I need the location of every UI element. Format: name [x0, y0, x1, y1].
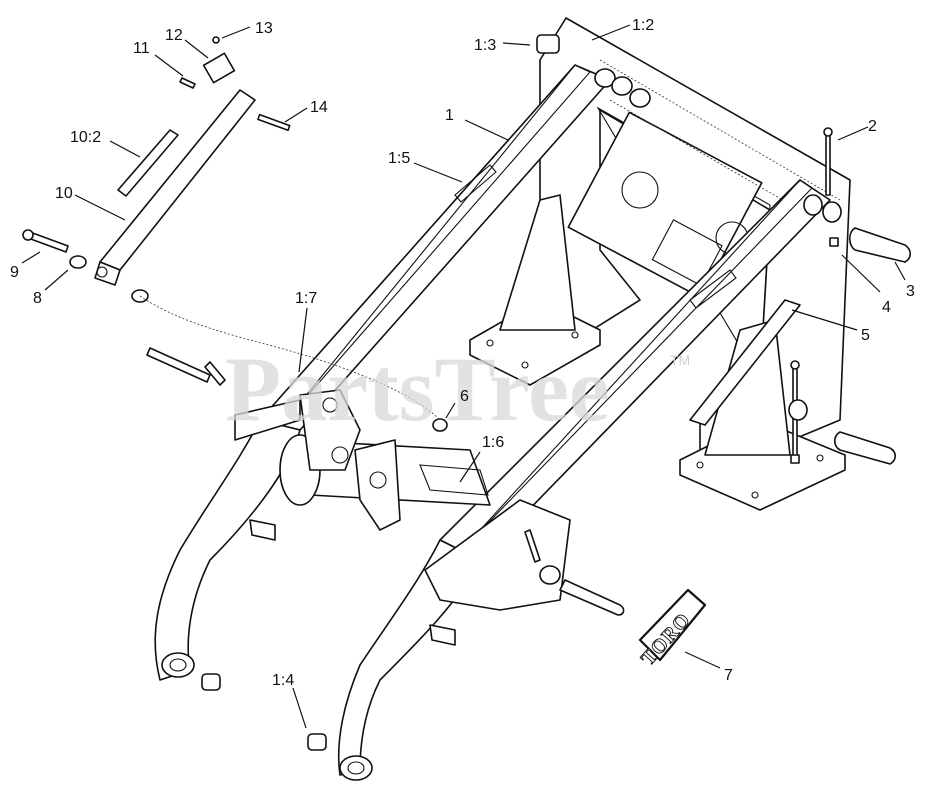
loader-arm-assembly — [154, 64, 831, 781]
leader-lines — [21, 24, 906, 729]
callout-6: 6 — [460, 388, 469, 405]
toro-decal: TORO — [637, 588, 707, 670]
watermark-trademark: TM — [670, 352, 690, 368]
callout-12: 12 — [165, 27, 183, 44]
callout-1-2: 1:2 — [632, 17, 654, 34]
watermark-text: PartsTree — [225, 338, 610, 440]
callout-5: 5 — [861, 327, 870, 344]
callout-13: 13 — [255, 20, 273, 37]
tower-foot-left — [469, 194, 601, 386]
callout-10-2: 10:2 — [70, 129, 101, 146]
pin-3 — [848, 227, 912, 263]
part-13 — [212, 36, 220, 44]
callout-8: 8 — [33, 290, 42, 307]
bumper-5 — [689, 299, 801, 426]
callout-1-4: 1:4 — [272, 672, 294, 689]
callout-2: 2 — [868, 118, 877, 135]
callout-1-6: 1:6 — [482, 434, 504, 451]
cylinder-assembly — [22, 36, 441, 421]
callout-9: 9 — [10, 264, 19, 281]
bushings — [201, 34, 651, 751]
part-12 — [202, 52, 236, 84]
callout-10: 10 — [55, 185, 73, 202]
callout-1-7: 1:7 — [295, 290, 317, 307]
callout-7: 7 — [724, 667, 733, 684]
bushing-lower-left — [201, 673, 221, 691]
pin-11 — [179, 77, 196, 89]
bolt-9 — [27, 231, 69, 253]
cylinder-10 — [99, 89, 256, 271]
callout-3: 3 — [906, 283, 915, 300]
callout-1: 1 — [445, 107, 454, 124]
callout-11: 11 — [133, 40, 150, 57]
nut-6 — [432, 418, 448, 432]
callout-14: 14 — [310, 99, 328, 116]
front-pin — [524, 529, 625, 616]
pivot-hardware-right — [689, 127, 912, 465]
callout-1-5: 1:5 — [388, 150, 410, 167]
pin-14 — [257, 113, 291, 132]
callout-labels: 1:3 1:2 13 12 11 14 1 10:2 1:5 10 2 9 8 … — [10, 17, 915, 689]
bolt-2 — [825, 134, 831, 196]
decal-10-2 — [117, 129, 179, 197]
bushing-1-3 — [536, 34, 560, 54]
washer-8 — [69, 255, 87, 269]
callout-4: 4 — [882, 299, 891, 316]
bushing-1-4 — [307, 733, 327, 751]
callout-1-3: 1:3 — [474, 37, 496, 54]
nut-4 — [829, 237, 839, 247]
